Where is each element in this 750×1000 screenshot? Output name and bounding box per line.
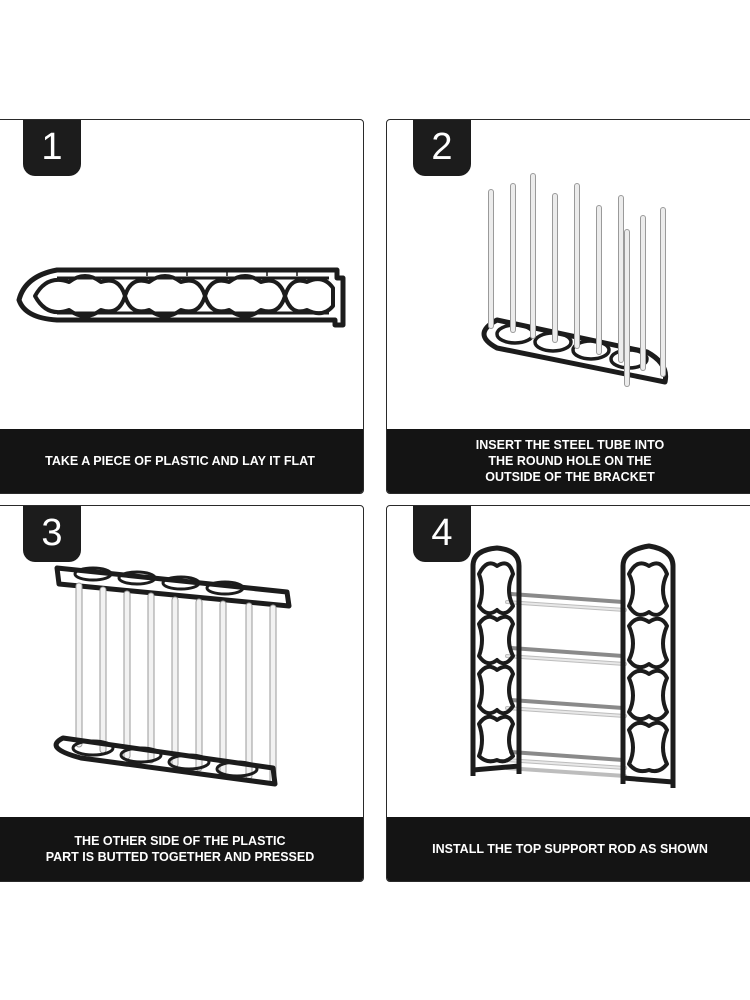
shelf-4 — [505, 750, 627, 778]
left-side-frame — [470, 545, 522, 776]
shelf-3 — [505, 698, 627, 718]
bracket-with-tubes — [481, 173, 669, 387]
step-2-panel: 2 INSERT THE STEEL TUBE INTO THE ROUND H… — [386, 119, 750, 494]
step-number-badge: 4 — [413, 506, 471, 562]
assembled-shoe-rack — [470, 543, 676, 788]
step-number-badge: 3 — [23, 506, 81, 562]
step-number-badge: 1 — [23, 120, 81, 176]
step-3-illustration — [53, 565, 292, 787]
shelf-2 — [505, 646, 627, 666]
step-caption: TAKE A PIECE OF PLASTIC AND LAY IT FLAT — [0, 429, 363, 493]
step-2-illustration — [481, 173, 669, 387]
step-1-panel: 1 TAKE A PIECE OF PLASTIC AND LAY IT FLA… — [0, 119, 364, 494]
step-caption: THE OTHER SIDE OF THE PLASTIC PART IS BU… — [0, 817, 363, 881]
step-caption: INSERT THE STEEL TUBE INTO THE ROUND HOL… — [387, 429, 750, 493]
step-1-illustration — [16, 267, 346, 328]
rack-with-top-bracket — [53, 565, 292, 787]
shelf-1 — [505, 592, 627, 612]
plastic-bracket-flat — [16, 267, 346, 328]
step-caption: INSTALL THE TOP SUPPORT ROD AS SHOWN — [387, 817, 750, 881]
step-number-badge: 2 — [413, 120, 471, 176]
step-4-panel: 4 INSTALL THE TOP SUPPORT ROD AS SHOWN — [386, 505, 750, 882]
right-side-frame — [620, 543, 676, 788]
step-3-panel: 3 THE OTHER SIDE OF THE PLASTIC PART IS … — [0, 505, 364, 882]
step-4-illustration — [470, 543, 676, 788]
